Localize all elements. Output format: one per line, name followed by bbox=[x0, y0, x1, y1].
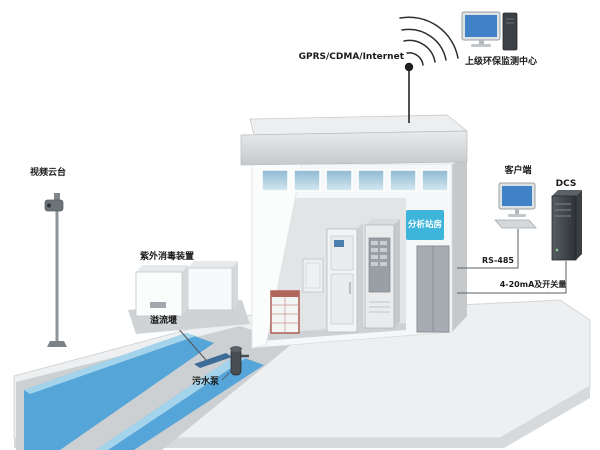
monitor-base bbox=[471, 44, 491, 47]
pole-base bbox=[47, 341, 67, 347]
label-video-ptz: 视频云台 bbox=[30, 168, 67, 178]
video-ptz-camera bbox=[44, 193, 67, 347]
water-channels bbox=[16, 325, 292, 450]
dcs-server bbox=[551, 190, 582, 261]
water-highlight-left bbox=[24, 333, 196, 394]
label-overflow-weir: 溢流堰 bbox=[150, 316, 178, 326]
monitor-stand bbox=[479, 40, 484, 44]
sewage-pump bbox=[221, 346, 249, 381]
antenna bbox=[404, 62, 414, 123]
station-sign-text: 分析站房 bbox=[407, 220, 442, 230]
antenna-dot bbox=[404, 62, 414, 72]
cabinet-vents bbox=[369, 301, 390, 313]
window bbox=[357, 169, 385, 192]
rs485-connection-line bbox=[457, 229, 519, 269]
camera-lens bbox=[47, 203, 51, 208]
analog-connection-line bbox=[457, 261, 567, 294]
client-monitor-stand bbox=[515, 209, 519, 214]
building-side-wall bbox=[452, 158, 467, 332]
station-building bbox=[240, 114, 468, 349]
cabinet-display bbox=[334, 240, 344, 247]
water-channel-left bbox=[24, 333, 214, 450]
client-keyboard-icon bbox=[494, 219, 537, 229]
client-monitor-screen bbox=[502, 186, 532, 206]
pump-leader-line bbox=[221, 370, 232, 381]
control-cabinet bbox=[270, 290, 300, 334]
client-pc bbox=[494, 182, 537, 229]
window bbox=[389, 169, 417, 192]
wall-mounted-box bbox=[302, 258, 324, 293]
uv-disinfection-unit bbox=[128, 261, 250, 334]
label-sewage-pump: 污水泵 bbox=[192, 377, 220, 387]
window bbox=[261, 169, 289, 192]
monitoring-center-pc bbox=[461, 11, 518, 51]
client-monitor-base bbox=[508, 214, 526, 217]
uv-box-right bbox=[187, 261, 238, 311]
io-modules bbox=[371, 241, 387, 266]
camera-mount bbox=[54, 193, 60, 201]
label-uv-disinfection: 紫外消毒装置 bbox=[140, 252, 195, 262]
label-dcs: DCS bbox=[555, 179, 577, 189]
window-band bbox=[261, 169, 449, 192]
overflow-weir bbox=[194, 353, 232, 368]
roof-front-face bbox=[240, 130, 468, 166]
window bbox=[293, 169, 321, 192]
equipment-cabinet-left bbox=[326, 223, 363, 333]
label-gprs-internet: GPRS/CDMA/Internet bbox=[298, 52, 404, 62]
equipment-cabinet-right bbox=[364, 219, 400, 329]
building-door bbox=[416, 245, 450, 333]
window bbox=[325, 169, 353, 192]
pc-tower-icon bbox=[502, 12, 518, 51]
uv-box-left bbox=[135, 265, 188, 317]
server-led bbox=[555, 248, 559, 252]
label-monitoring-center: 上级环保监测中心 bbox=[464, 57, 537, 67]
signal-waves-icon bbox=[399, 16, 459, 66]
monitor-screen bbox=[465, 15, 497, 37]
station-sign bbox=[406, 210, 444, 240]
label-analog-signal: 4-20mA及开关量 bbox=[499, 280, 567, 289]
water-highlight-right bbox=[96, 355, 246, 450]
camera-body-icon bbox=[44, 199, 64, 212]
label-client: 客户端 bbox=[504, 166, 532, 176]
weir-leader-line bbox=[175, 325, 207, 361]
label-rs485: RS-485 bbox=[482, 256, 514, 265]
window bbox=[421, 169, 449, 192]
server-slots bbox=[555, 203, 571, 217]
